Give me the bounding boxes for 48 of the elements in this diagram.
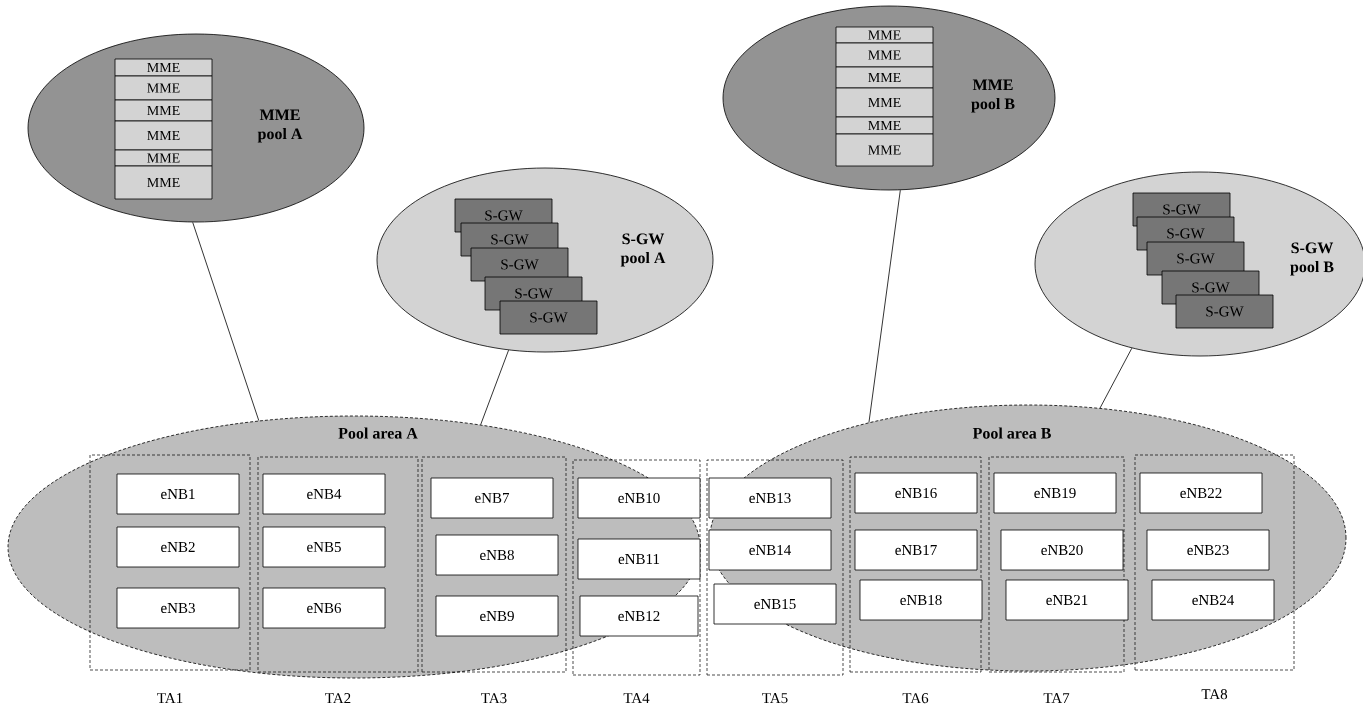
connector-line (192, 222, 260, 422)
enodeb-box: eNB21 (1005, 579, 1129, 621)
mme-box: MME (835, 42, 934, 68)
node-label: TA3 (481, 693, 507, 704)
enodeb-box: eNB17 (854, 529, 978, 571)
enodeb-box: eNB3 (116, 587, 240, 629)
sgw-box: S-GW (1175, 294, 1274, 329)
enodeb-box: eNB20 (1000, 529, 1124, 571)
mme-box: MME (835, 66, 934, 89)
node-label: TA5 (762, 693, 788, 704)
connector-line (868, 189, 901, 423)
enodeb-box: eNB14 (708, 529, 832, 571)
mme-box: MME (114, 75, 213, 101)
node-label: TA6 (902, 693, 929, 704)
enodeb-box: eNB8 (435, 534, 559, 576)
enodeb-box: eNB10 (577, 477, 701, 519)
enodeb-box: eNB18 (859, 579, 983, 621)
mme-box: MME (835, 26, 934, 44)
node-label: TA7 (1043, 693, 1070, 703)
mme-box: MME (835, 133, 934, 167)
enodeb-box: eNB2 (116, 526, 240, 568)
enodeb-box: eNB1 (116, 473, 240, 515)
enodeb-box: eNB24 (1151, 579, 1275, 621)
enodeb-box: eNB6 (262, 587, 386, 629)
enodeb-box: eNB13 (708, 477, 832, 519)
enodeb-box: eNB23 (1146, 529, 1270, 571)
enodeb-box: eNB16 (854, 472, 978, 514)
mme-box: MME (835, 87, 934, 118)
node-label: TA8 (1201, 689, 1228, 700)
node-label: TA1 (157, 693, 183, 703)
mme-box: MME (114, 165, 213, 200)
enodeb-box: eNB7 (430, 477, 554, 519)
enodeb-box: eNB4 (262, 473, 386, 515)
enodeb-box: eNB22 (1139, 472, 1263, 514)
connector-line (480, 349, 509, 426)
enodeb-box: eNB15 (713, 583, 837, 625)
enodeb-box: eNB19 (993, 472, 1117, 514)
enodeb-box: eNB12 (579, 595, 699, 637)
enodeb-box: eNB5 (262, 526, 386, 568)
node-label: TA2 (325, 693, 351, 704)
node-label: TA4 (623, 693, 650, 703)
connector-line (1099, 347, 1133, 409)
mme-box: MME (114, 99, 213, 122)
sgw-box: S-GW (499, 300, 598, 335)
mme-box: MME (114, 149, 213, 167)
enodeb-box: eNB11 (577, 538, 701, 580)
mme-box: MME (114, 120, 213, 151)
enodeb-box: eNB9 (435, 595, 559, 637)
